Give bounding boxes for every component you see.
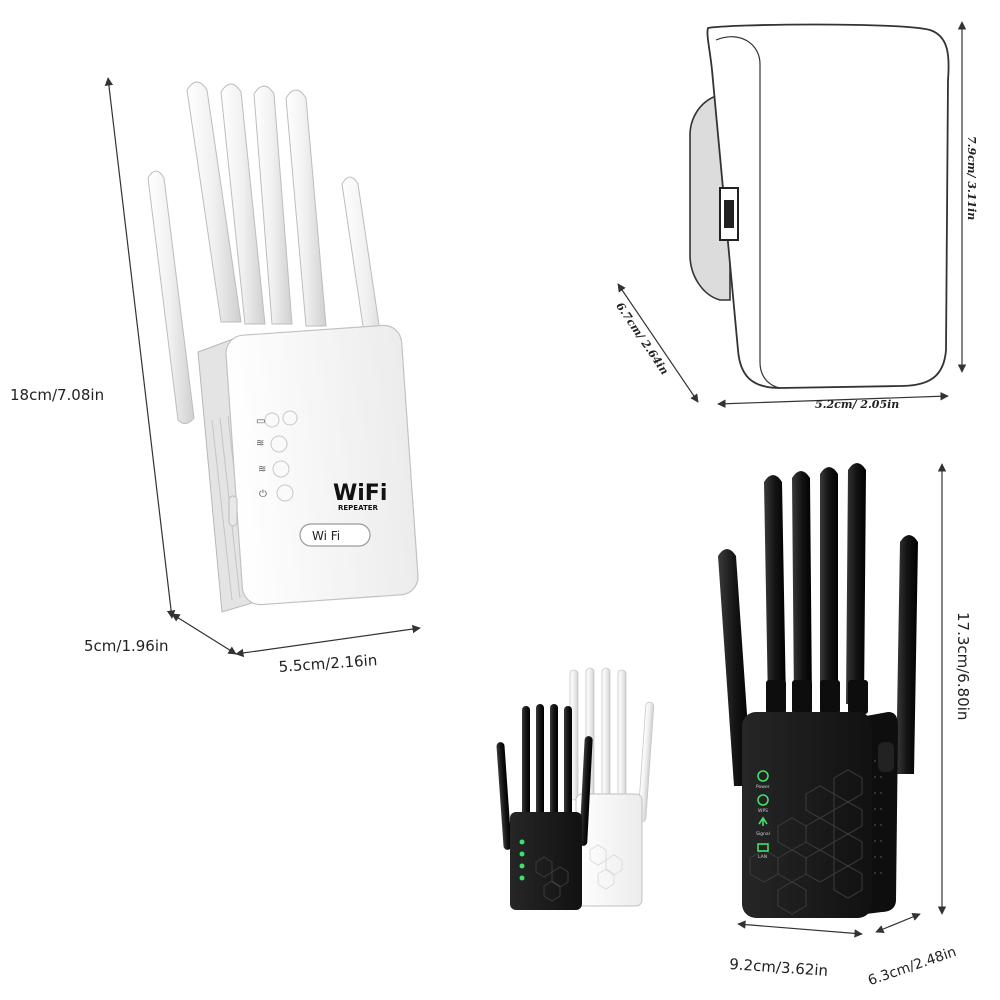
black-width-dimension-line [737, 920, 863, 938]
white-wps-button [228, 495, 238, 527]
black-wps-led [757, 794, 769, 806]
sketch-width-label: 5.2cm/ 2.05in [815, 398, 900, 411]
black-hexagon-pattern [749, 769, 863, 915]
white-top-antennas [186, 81, 327, 327]
white-wifi-badge [299, 523, 371, 547]
black-lan-led [757, 843, 769, 852]
white-lan-icon: ▭ [256, 416, 265, 427]
black-side-knob [878, 742, 894, 772]
white-width-dimension-line [235, 624, 421, 658]
white-power-icon: ⏻ [259, 489, 267, 500]
black-led-label-power: Power [756, 784, 770, 790]
black-height-label: 17.3cm/6.80in [954, 612, 972, 721]
black-led-label-signal: Signal [756, 831, 770, 837]
white-repeater-front-panel [225, 324, 419, 606]
sketch-width-dimension-line [717, 392, 949, 408]
black-signal-led [758, 816, 768, 826]
small-black-body [510, 812, 582, 910]
black-depth-dimension-line [875, 912, 921, 934]
black-repeater-front-panel [742, 712, 872, 918]
small-pair-illustration [496, 667, 655, 910]
sketch-height-label: 7.9cm/ 3.11in [965, 136, 978, 221]
white-wifi-icon-1: ≋ [256, 438, 264, 449]
sketch-outlet-box [706, 23, 950, 389]
white-repeater-illustration: ▭ ≋ ≋ ⏻ WiFi REPEATER Wi Fi [104, 77, 421, 658]
black-led-indicators [757, 770, 769, 852]
black-power-led [757, 770, 769, 782]
white-height-dimension-line [104, 77, 176, 619]
sketch-depth-dimension-line [617, 283, 699, 403]
white-depth-dimension-line [171, 613, 237, 655]
white-repeater-logo-sub: REPEATER [338, 504, 379, 512]
white-height-label: 18cm/7.08in [10, 386, 105, 404]
white-led-indicators [264, 410, 298, 502]
black-top-antennas [764, 463, 866, 704]
black-led-label-lan: LAN [758, 854, 767, 860]
black-repeater-illustration: Power WPS Signal LAN [718, 463, 947, 938]
white-wifi-logo: WiFi [333, 481, 387, 506]
white-wifi-icon-2: ≋ [258, 464, 266, 475]
small-black-antennas [496, 704, 593, 850]
white-depth-label: 5cm/1.96in [84, 637, 169, 655]
white-wifi-badge-text: Wi Fi [312, 529, 340, 543]
sketch-illustration [617, 21, 967, 408]
black-led-label-wps: WPS [758, 808, 768, 814]
small-black-leds [519, 839, 525, 881]
